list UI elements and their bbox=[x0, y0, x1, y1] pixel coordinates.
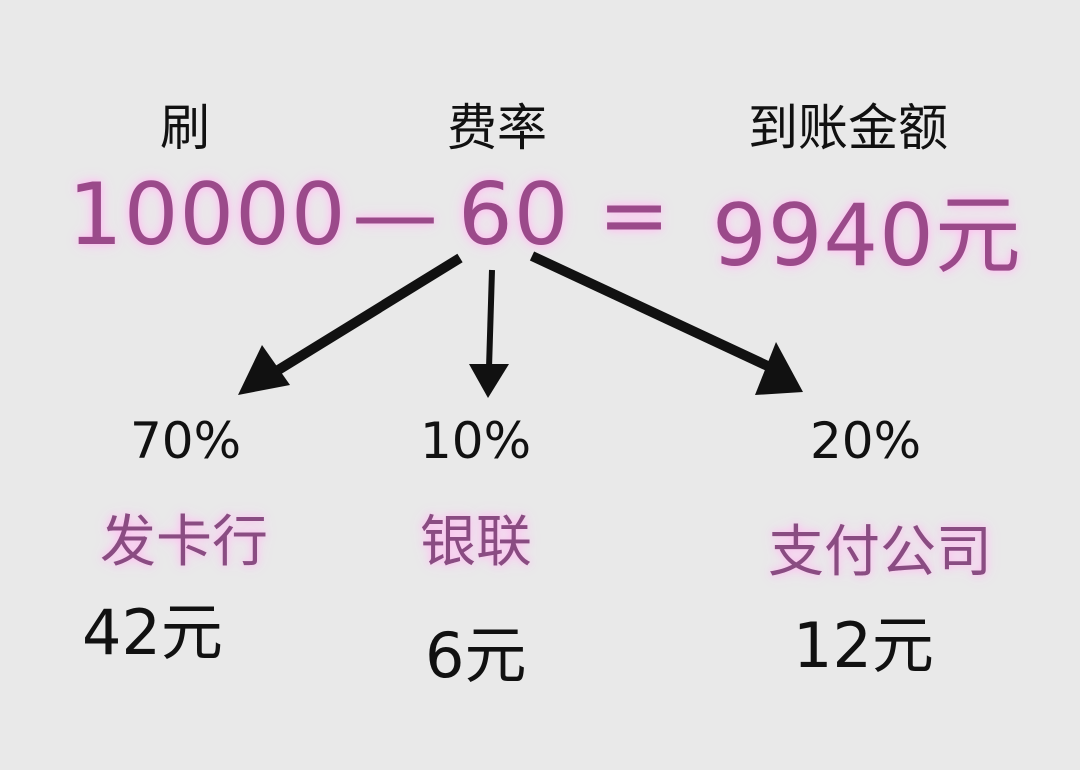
issuer-amount: 42元 bbox=[82, 596, 223, 669]
payment-company-amount: 12元 bbox=[793, 609, 934, 682]
arrow-to-issuer-icon bbox=[238, 253, 463, 395]
result-amount: 9940元 bbox=[712, 186, 1022, 286]
unionpay-label: 银联 bbox=[420, 510, 532, 575]
payment-company-label: 支付公司 bbox=[768, 520, 992, 585]
swipe-amount: 10000 bbox=[68, 165, 347, 265]
unionpay-percent: 10% bbox=[420, 412, 532, 470]
fee-amount: 60 bbox=[458, 165, 570, 265]
minus-sign: — bbox=[352, 165, 439, 265]
header-swipe: 刷 bbox=[160, 99, 210, 157]
equals-sign: = bbox=[598, 165, 672, 265]
header-fee-rate: 费率 bbox=[447, 99, 547, 157]
header-received-amount: 到账金额 bbox=[748, 99, 948, 157]
issuer-percent: 70% bbox=[130, 412, 242, 470]
arrow-to-unionpay-icon bbox=[469, 269, 509, 398]
arrow-to-payment-company-icon bbox=[529, 251, 803, 395]
unionpay-amount: 6元 bbox=[425, 619, 527, 692]
issuer-label: 发卡行 bbox=[100, 510, 268, 575]
payment-company-percent: 20% bbox=[810, 412, 922, 470]
